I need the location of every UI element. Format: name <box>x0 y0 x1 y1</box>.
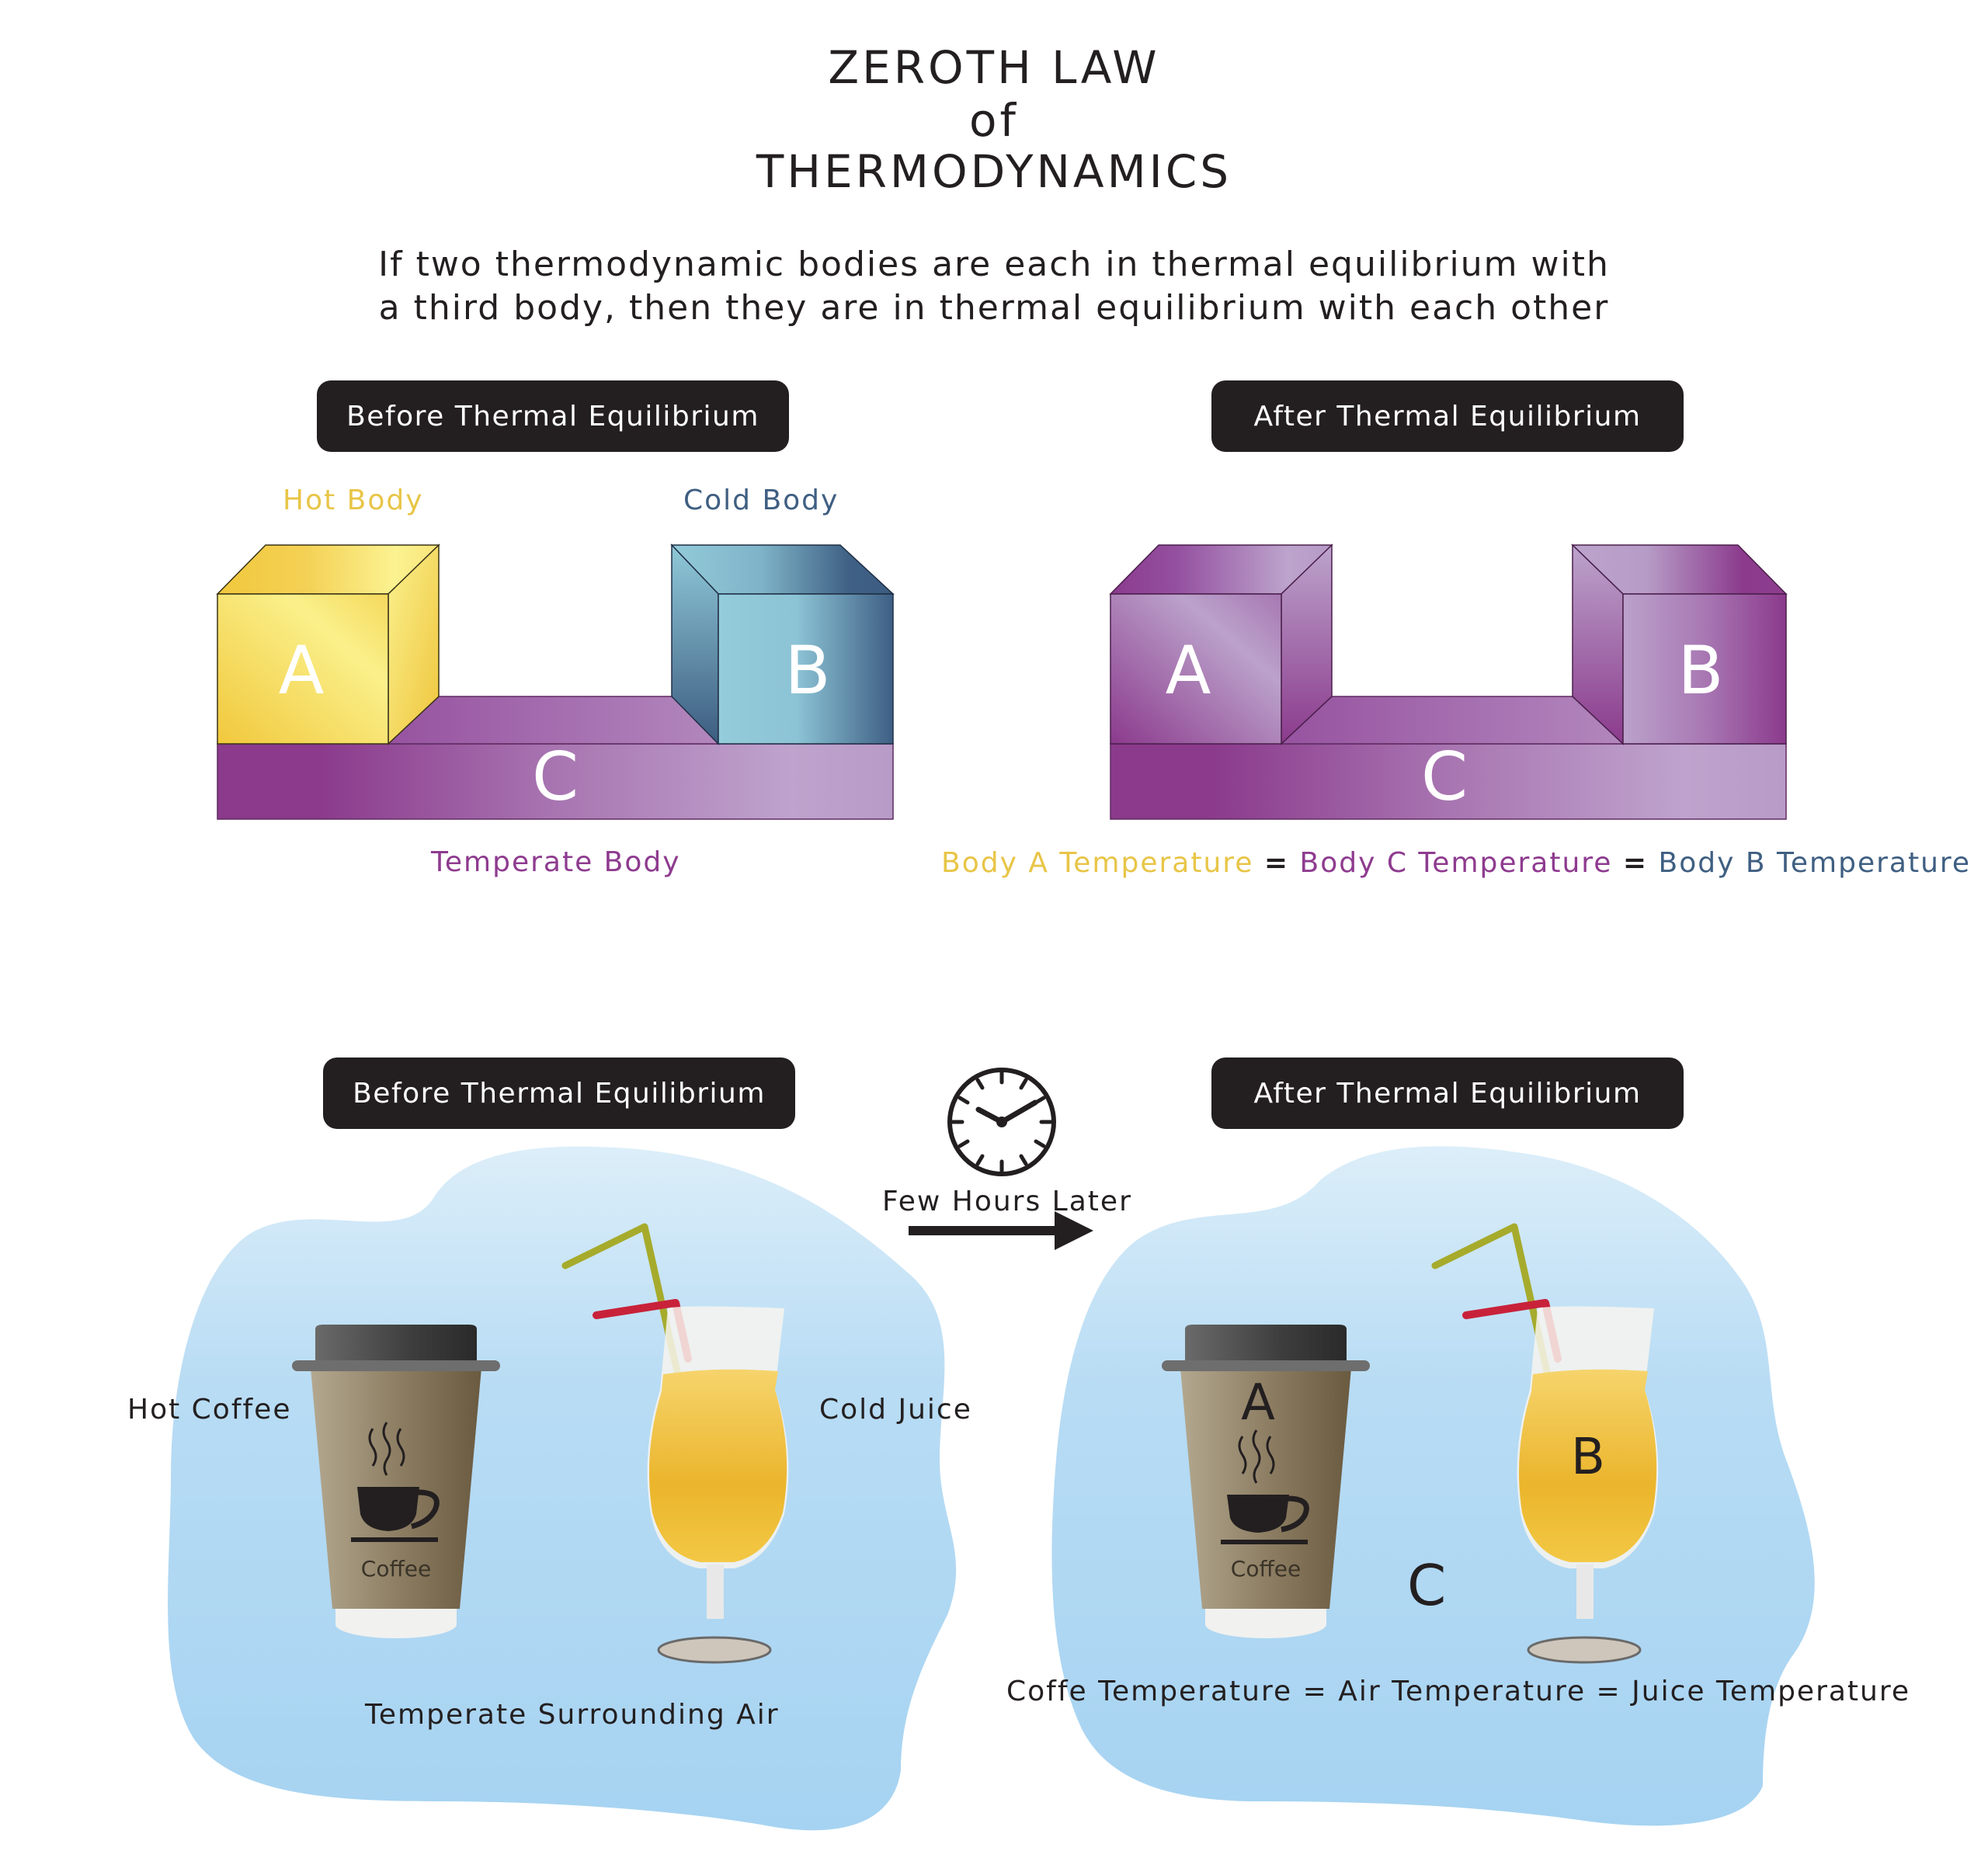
after-block-b-letter: B <box>1678 632 1724 710</box>
arrow-right-icon <box>909 1211 1093 1250</box>
juice-glass-after: B <box>1431 1223 1659 1664</box>
few-hours-later-label: Few Hours Later <box>882 1186 1132 1217</box>
steaming-cup-icon <box>1221 1429 1309 1544</box>
clock-icon <box>947 1068 1056 1176</box>
block-b-letter: B <box>785 632 831 710</box>
drinks-equation: Coffe Temperature = Air Temperature = Ju… <box>1006 1676 1911 1707</box>
title-line-1: ZEROTH LAW <box>828 41 1160 94</box>
cup-text-after: Coffee <box>1231 1556 1301 1582</box>
juice-glass-before <box>561 1223 789 1664</box>
before-heading-drinks: Before Thermal Equilibrium <box>323 1058 795 1129</box>
after-heading-blocks: After Thermal Equilibrium <box>1211 380 1684 452</box>
coffee-cup-before: Coffee <box>292 1325 500 1638</box>
title-line-3: THERMODYNAMICS <box>756 145 1232 198</box>
glass-letter-b: B <box>1571 1429 1605 1486</box>
after-block-a-letter: A <box>1166 632 1211 710</box>
air-letter-c: C <box>1407 1553 1447 1618</box>
steaming-cup-icon <box>351 1422 440 1542</box>
cold-juice-label: Cold Juice <box>819 1394 972 1426</box>
temperate-body-label: Temperate Body <box>431 846 681 878</box>
blocks-before-illustration: A B C <box>210 540 901 827</box>
temperate-air-label: Temperate Surrounding Air <box>365 1699 780 1731</box>
after-block-c-letter: C <box>1421 738 1468 816</box>
cup-letter-a: A <box>1241 1374 1275 1432</box>
blocks-after-illustration: A B C <box>1103 540 1794 827</box>
title-line-2: of <box>969 94 1019 147</box>
eq-body-c: Body C Temperature <box>1299 847 1613 879</box>
block-a-letter: A <box>279 632 325 710</box>
eq-body-b: Body B Temperature <box>1658 847 1972 879</box>
before-heading-blocks: Before Thermal Equilibrium <box>317 380 789 452</box>
statement-line-1: If two thermodynamic bodies are each in … <box>378 245 1610 284</box>
cold-body-label: Cold Body <box>683 484 839 516</box>
eq-sign-1: = <box>1263 847 1290 879</box>
statement-line-2: a third body, then they are in thermal e… <box>378 288 1610 328</box>
blocks-equation: Body A Temperature = Body C Temperature … <box>941 847 1971 879</box>
coffee-cup-after: A Coffee <box>1162 1325 1370 1638</box>
cup-text: Coffee <box>361 1556 431 1582</box>
hot-coffee-label: Hot Coffee <box>127 1394 292 1426</box>
hot-body-label: Hot Body <box>283 484 424 516</box>
after-heading-drinks: After Thermal Equilibrium <box>1211 1058 1684 1129</box>
eq-body-a: Body A Temperature <box>941 847 1254 879</box>
block-c-letter: C <box>532 738 579 816</box>
eq-sign-2: = <box>1622 847 1649 879</box>
